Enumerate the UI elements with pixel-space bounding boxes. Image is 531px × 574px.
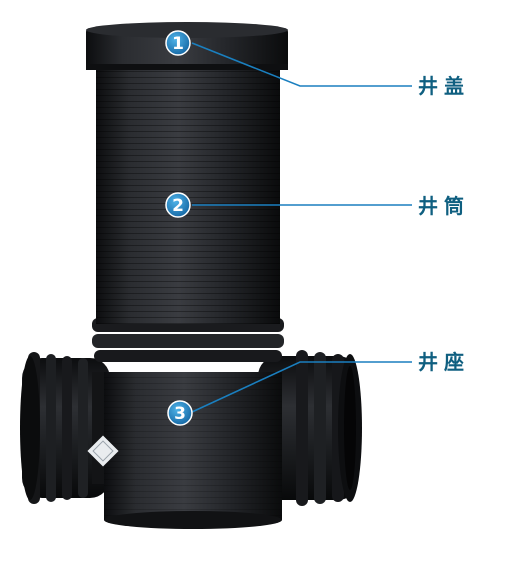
badge-number-1: 1 [172,34,184,54]
callout-label-2: 井筒 [418,194,470,218]
badge-number-3: 3 [174,404,186,424]
well-shaft [96,62,280,324]
well-base [104,372,282,529]
leader-lines [191,42,412,413]
label-sticker [87,435,119,467]
coupling-rings [92,318,284,362]
callout-label-3: 井座 [418,350,470,374]
leader-line-1 [191,42,412,87]
callout-badge-2: 2 [165,192,191,218]
callout-badge-1: 1 [165,30,191,56]
leader-line-3 [191,361,412,413]
callout-label-1: 井盖 [418,74,470,98]
badge-number-2: 2 [172,196,184,216]
callout-badge-3: 3 [167,400,193,426]
